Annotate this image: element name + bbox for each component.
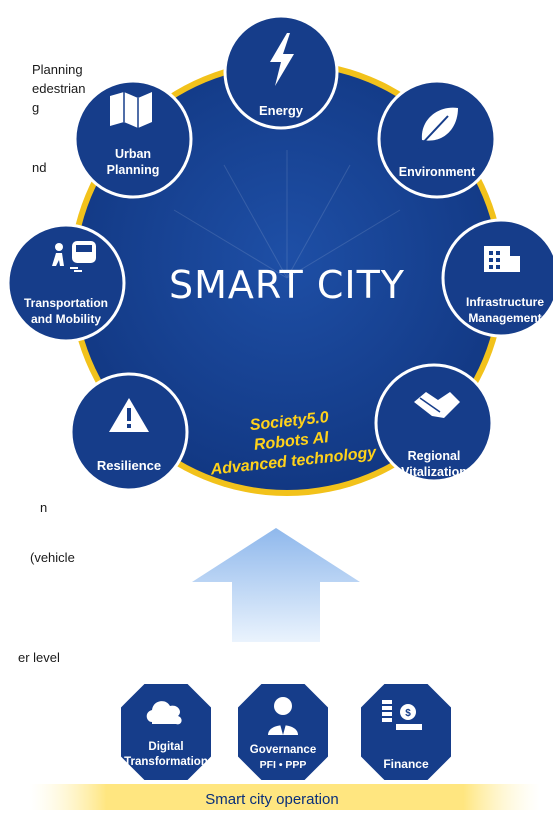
urban-label-line2: Planning xyxy=(107,163,160,177)
lightning-icon xyxy=(270,33,294,86)
node-urban[interactable]: Urban Planning xyxy=(73,79,193,199)
cloud-icon xyxy=(146,701,182,725)
governance-label-line1: Governance xyxy=(250,744,316,756)
person-tie-icon xyxy=(268,697,298,735)
node-digital[interactable]: Digital Transformation xyxy=(119,682,213,782)
operation-bar: Smart city operation xyxy=(30,784,540,810)
upward-arrow xyxy=(192,528,360,642)
side-text-7: er level xyxy=(18,650,60,665)
map-icon xyxy=(110,92,152,128)
transportation-label-line1: Transportation xyxy=(24,296,108,310)
side-text-5: n xyxy=(40,500,48,515)
urban-label-line1: Urban xyxy=(115,147,151,161)
operation-label: Smart city operation xyxy=(205,791,338,808)
digital-label-line2: Transformation xyxy=(124,756,208,768)
resilience-label: Resilience xyxy=(97,458,161,473)
node-resilience[interactable]: Resilience xyxy=(69,372,189,492)
side-text-1: Planning xyxy=(32,62,83,77)
node-infrastructure[interactable]: Infrastructure Management xyxy=(441,218,553,338)
side-text-2: edestrian xyxy=(32,81,86,96)
warning-icon xyxy=(109,398,149,432)
handshake-icon xyxy=(414,392,460,418)
infrastructure-label-line1: Infrastructure xyxy=(466,295,544,309)
node-transportation[interactable]: Transportation and Mobility xyxy=(6,223,126,343)
building-icon xyxy=(484,246,520,272)
svg-text:$: $ xyxy=(405,708,411,719)
governance-label-line2: PFI • PPP xyxy=(260,759,307,771)
infrastructure-label-line2: Management xyxy=(468,311,541,325)
side-text-4: nd xyxy=(32,160,47,175)
environment-label: Environment xyxy=(399,165,476,179)
regional-label-line1: Regional xyxy=(408,449,461,463)
regional-label-line2: Vitalization xyxy=(401,465,467,479)
node-governance[interactable]: Governance PFI • PPP xyxy=(236,682,330,782)
finance-label: Finance xyxy=(383,757,429,771)
node-finance[interactable]: $ Finance xyxy=(359,682,453,782)
side-text-3: g xyxy=(32,100,40,115)
node-energy[interactable]: Energy xyxy=(223,14,339,130)
energy-label: Energy xyxy=(259,103,304,118)
node-regional[interactable]: Regional Vitalization xyxy=(374,363,494,483)
side-text-6: (vehicle xyxy=(30,550,75,565)
coins-icon: $ xyxy=(382,700,422,730)
transportation-label-line2: and Mobility xyxy=(31,312,101,326)
node-environment[interactable]: Environment xyxy=(377,79,497,199)
train-person-icon xyxy=(52,241,96,272)
digital-label-line1: Digital xyxy=(148,741,183,753)
leaf-icon xyxy=(417,107,458,149)
center-title: SMART CITY xyxy=(169,263,405,307)
